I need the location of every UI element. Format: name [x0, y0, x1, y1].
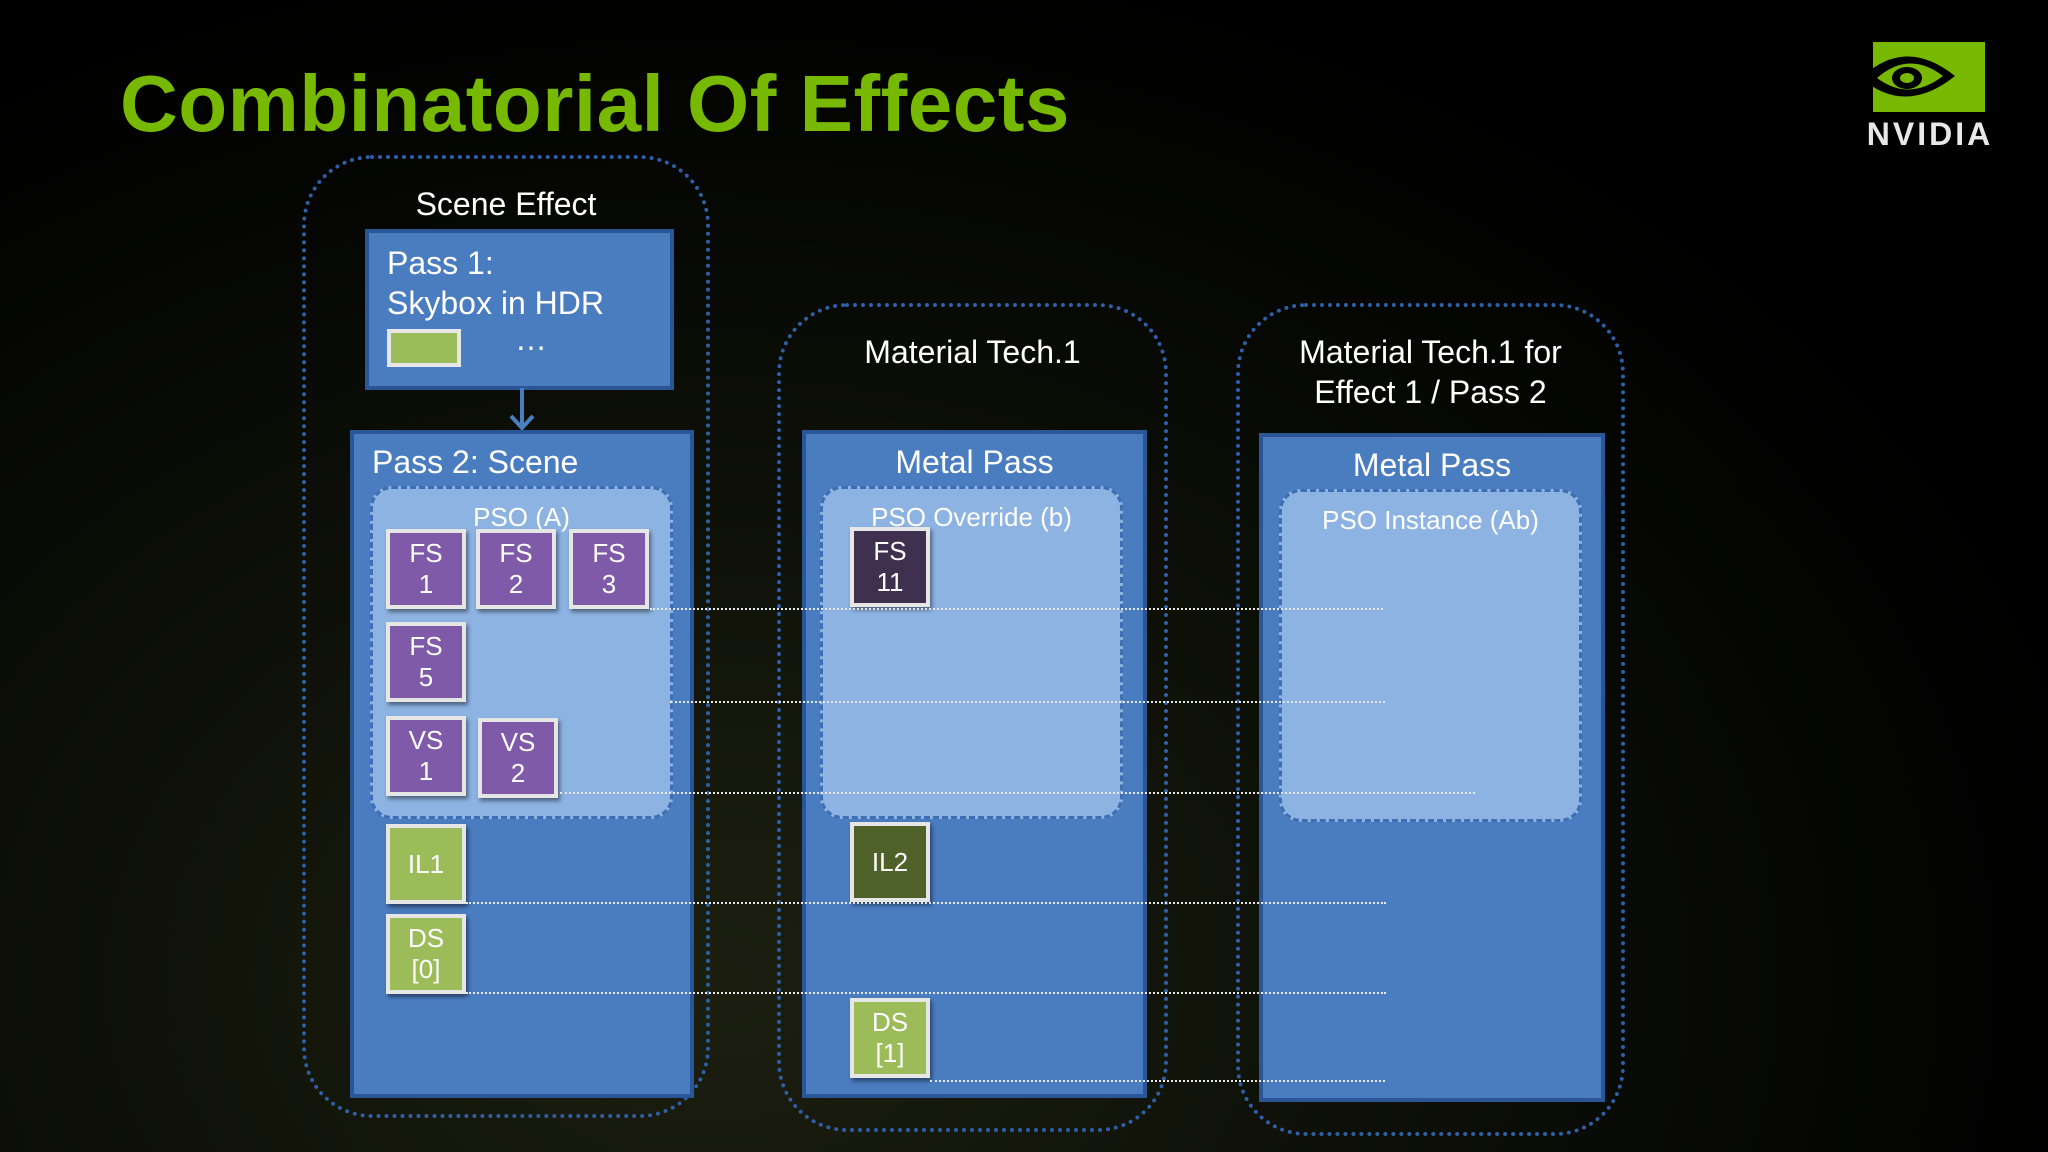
connector-line-vs: [560, 792, 1475, 794]
down-arrow-icon: [509, 388, 535, 431]
pso-a-label: PSO (A): [473, 502, 570, 532]
fs11-chip: FS 11: [850, 527, 930, 607]
slide-title: Combinatorial Of Effects: [120, 59, 1070, 148]
connector-line-ds1: [930, 1080, 1385, 1082]
pso-instance-box: [1279, 489, 1582, 822]
pso-instance-label: PSO Instance (Ab): [1322, 505, 1539, 535]
il1-chip: IL1: [386, 824, 466, 904]
scene-effect-label: Scene Effect: [415, 186, 597, 222]
pass1-box: Pass 1: Skybox in HDR …: [365, 229, 674, 390]
material-tech-for-effect-group: [1236, 303, 1625, 1136]
metal-pass-title-1: Metal Pass: [895, 444, 1054, 480]
pass1-subtitle: Skybox in HDR: [387, 285, 604, 321]
connector-line-fs: [650, 608, 1383, 610]
vs2-chip: VS 2: [478, 718, 558, 798]
material-tech-for-effect-label-line2: Effect 1 / Pass 2: [1314, 374, 1547, 410]
material-tech-group: [777, 303, 1168, 1132]
fs5-chip: FS 5: [386, 622, 466, 702]
scene-effect-group: [302, 155, 710, 1118]
nvidia-logo: NVIDIA: [1855, 38, 2005, 158]
connector-line-fs5: [670, 701, 1385, 703]
connector-line-ds0: [466, 992, 1386, 994]
material-tech-for-effect-label-line1: Material Tech.1 for: [1299, 334, 1562, 370]
ds0-chip: DS [0]: [386, 914, 466, 994]
pass1-ellipsis: …: [515, 321, 547, 357]
il2-chip: IL2: [850, 822, 930, 902]
nvidia-wordmark: NVIDIA: [1866, 116, 1994, 152]
connector-line-il: [466, 902, 1386, 904]
fs3-chip: FS 3: [569, 529, 649, 609]
metal-pass-title-2: Metal Pass: [1352, 447, 1512, 483]
pass2-title: Pass 2: Scene: [372, 444, 579, 480]
fs1-chip: FS 1: [386, 529, 466, 609]
nvidia-eye-icon: [1861, 42, 1985, 112]
fs2-chip: FS 2: [476, 529, 556, 609]
material-tech-label: Material Tech.1: [864, 334, 1081, 370]
vs1-chip: VS 1: [386, 716, 466, 796]
pass1-title: Pass 1:: [387, 245, 494, 281]
ds1-chip: DS [1]: [850, 998, 930, 1078]
skybox-swatch: [387, 329, 461, 367]
